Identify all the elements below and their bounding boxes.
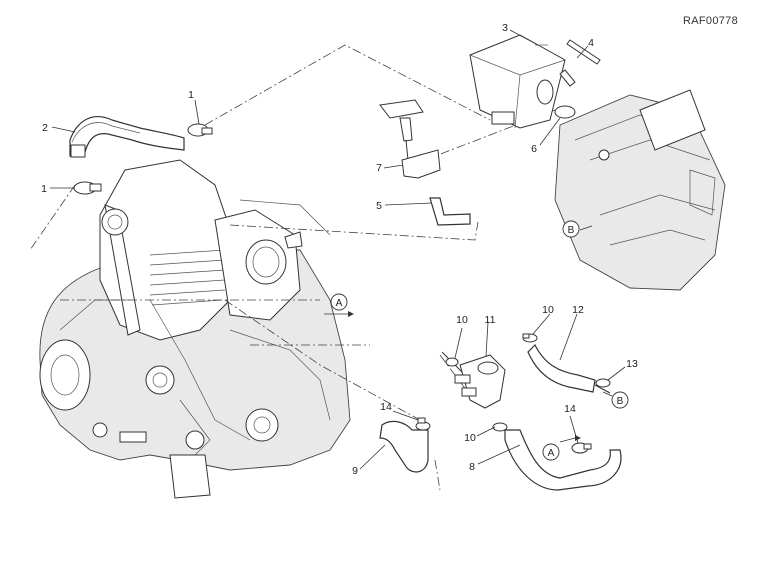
label-part-6: 6 bbox=[531, 143, 537, 155]
hose-clamp-14-right bbox=[571, 442, 592, 454]
label-part-14-right: 14 bbox=[564, 403, 576, 415]
hose-8 bbox=[504, 429, 622, 491]
leader-lines bbox=[50, 29, 626, 470]
valve-block-11 bbox=[441, 351, 506, 409]
hose-9 bbox=[379, 420, 429, 473]
diagram-reference-code: RAF00778 bbox=[683, 15, 738, 27]
connection-marker-b-pipe: B bbox=[602, 391, 629, 409]
marker-b-airbox-label: B bbox=[568, 225, 575, 236]
bracket-4 bbox=[559, 39, 601, 87]
label-part-12: 12 bbox=[572, 304, 584, 316]
evap-canister-3 bbox=[469, 34, 566, 129]
label-part-11: 11 bbox=[485, 314, 496, 326]
label-part-5: 5 bbox=[376, 200, 382, 212]
hose-clamp-1-left bbox=[73, 181, 102, 195]
label-part-14-left: 14 bbox=[380, 401, 392, 413]
hose-12 bbox=[527, 343, 596, 393]
label-part-10-bottom: 10 bbox=[464, 432, 476, 444]
marker-a-hose-label: A bbox=[548, 448, 555, 459]
hose-clamp-1-top bbox=[187, 123, 213, 137]
solenoid-valve-7 bbox=[379, 99, 441, 179]
label-part-7: 7 bbox=[376, 162, 382, 174]
label-part-1-top: 1 bbox=[188, 89, 194, 101]
hose-clamp-10-right bbox=[522, 333, 538, 343]
label-part-2: 2 bbox=[42, 122, 48, 134]
o-ring-6 bbox=[554, 105, 576, 119]
connection-marker-b-airbox: B bbox=[562, 220, 593, 238]
airbox-illustration bbox=[554, 89, 726, 291]
label-part-10-right: 10 bbox=[542, 304, 554, 316]
breather-hose-2 bbox=[69, 116, 185, 158]
marker-a-engine-label: A bbox=[336, 298, 343, 309]
label-part-1-left: 1 bbox=[41, 183, 47, 195]
label-part-13: 13 bbox=[626, 358, 638, 370]
label-part-3: 3 bbox=[502, 22, 508, 34]
hose-clamp-13 bbox=[594, 378, 611, 394]
part-number-labels: 1 2 1 3 4 6 7 5 10 11 10 12 13 10 8 9 14… bbox=[41, 22, 638, 477]
connection-marker-a-hose: A bbox=[542, 435, 581, 461]
label-part-9: 9 bbox=[352, 465, 358, 477]
label-part-4: 4 bbox=[588, 37, 594, 49]
hose-clamp-10-left bbox=[445, 357, 459, 367]
label-part-8: 8 bbox=[469, 461, 475, 473]
connection-marker-a-engine: A bbox=[324, 293, 354, 317]
short-hose-5 bbox=[429, 197, 471, 226]
hose-clamp-14-left bbox=[415, 417, 431, 431]
marker-b-pipe-label: B bbox=[617, 396, 624, 407]
cylinder-fins bbox=[149, 249, 226, 306]
engine-illustration bbox=[39, 159, 351, 499]
hose-clamp-10-bottom bbox=[492, 422, 508, 432]
label-part-10-left: 10 bbox=[456, 314, 468, 326]
